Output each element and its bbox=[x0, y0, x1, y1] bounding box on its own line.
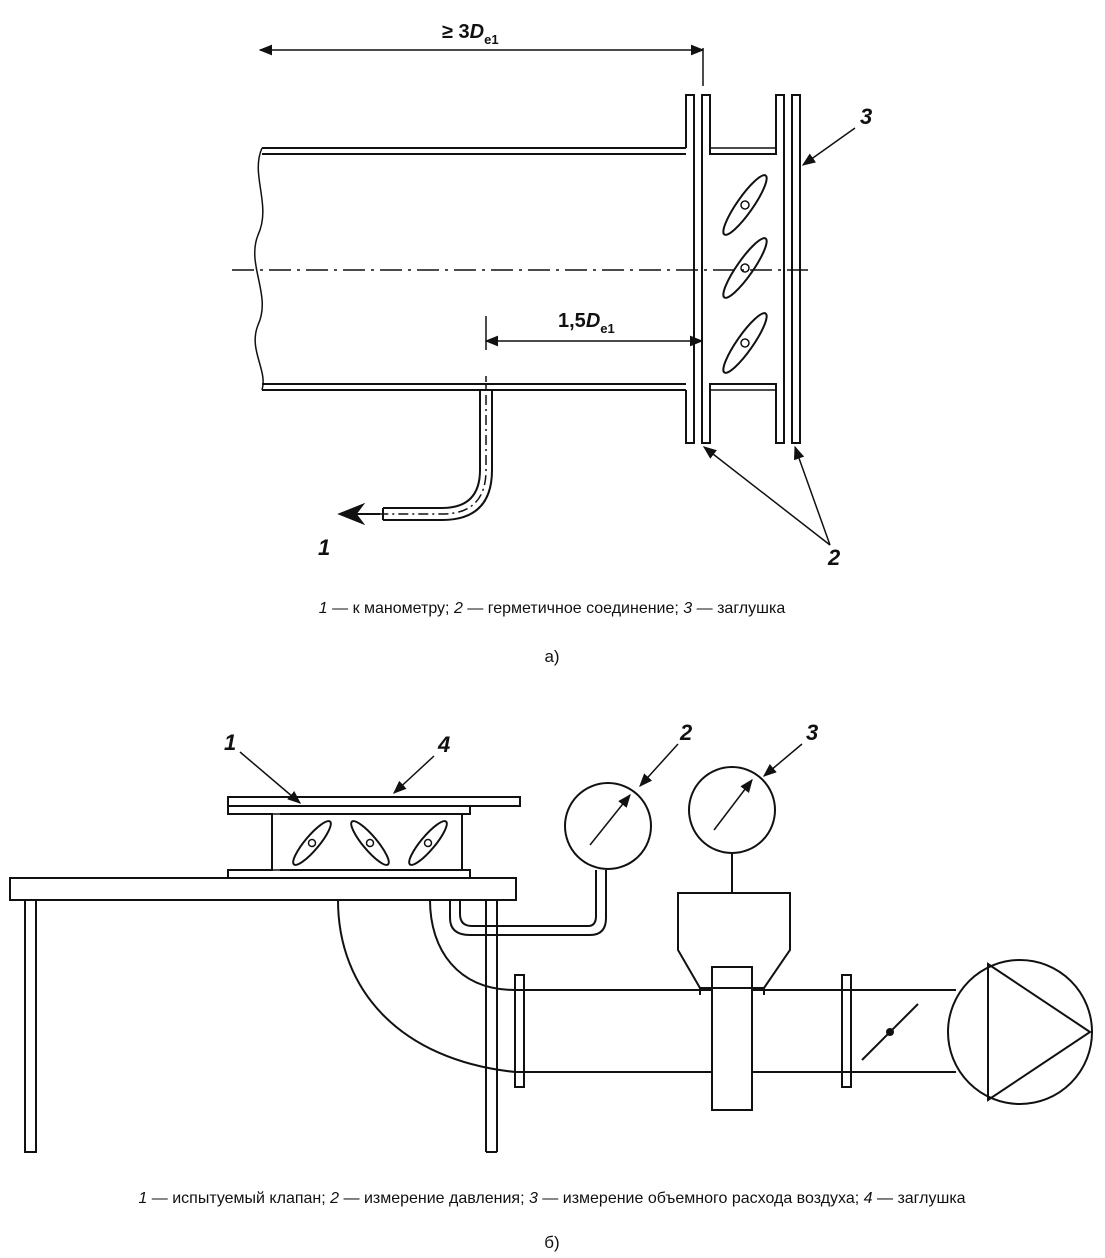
callout-b-2: 2 bbox=[639, 720, 693, 788]
pressure-gauge-icon bbox=[564, 782, 652, 870]
dimension-3de1: ≥ 3De1 bbox=[258, 21, 705, 86]
flow-meter bbox=[677, 892, 791, 995]
svg-text:3: 3 bbox=[806, 720, 818, 745]
caption-b: 1 — испытуемый клапан; 2 — измерение дав… bbox=[138, 1190, 965, 1207]
valve-blades bbox=[722, 174, 768, 374]
dimension-15de1: 1,5De1 bbox=[484, 310, 704, 350]
main-pipe bbox=[514, 966, 956, 1111]
blade-icon bbox=[722, 312, 768, 374]
svg-text:4: 4 bbox=[437, 732, 450, 757]
callout-1: 1 bbox=[318, 535, 330, 560]
damper-icon bbox=[861, 1003, 919, 1061]
elbow-pipe bbox=[337, 899, 516, 1073]
blade-icon bbox=[408, 820, 448, 866]
blade-icon bbox=[292, 820, 332, 866]
fan-icon bbox=[947, 959, 1093, 1105]
svg-text:1: 1 bbox=[224, 730, 236, 755]
cap-plate-b bbox=[227, 796, 521, 807]
blade-icon bbox=[350, 820, 390, 866]
valve-body bbox=[701, 94, 785, 444]
callout-3: 3 bbox=[801, 104, 872, 166]
callout-b-4: 4 bbox=[393, 732, 450, 794]
callout-2: 2 bbox=[702, 445, 841, 570]
duct bbox=[254, 147, 686, 391]
sublabel-a: а) bbox=[544, 647, 559, 666]
flow-gauge-icon bbox=[688, 766, 776, 893]
callout-b-1: 1 bbox=[224, 730, 302, 804]
pressure-line bbox=[449, 870, 607, 936]
dimension-15de1-label: 1,5De1 bbox=[558, 310, 615, 336]
svg-text:1: 1 bbox=[318, 535, 330, 560]
callout-b-3: 3 bbox=[762, 720, 818, 777]
caption-a: 1 — к манометру; 2 — герметичное соедине… bbox=[319, 600, 786, 617]
blade-icon bbox=[722, 237, 768, 299]
dimension-3de1-label: ≥ 3De1 bbox=[442, 21, 499, 47]
test-table bbox=[9, 877, 517, 1153]
blade-icon bbox=[722, 174, 768, 236]
pressure-tap-pipe bbox=[337, 376, 493, 526]
svg-text:2: 2 bbox=[679, 720, 693, 745]
cap-plate bbox=[791, 94, 801, 444]
duct-flange bbox=[685, 94, 695, 444]
svg-text:3: 3 bbox=[860, 104, 872, 129]
test-valve bbox=[227, 805, 471, 879]
diagram-a: ≥ 3De1 bbox=[232, 21, 872, 666]
diagram-b: 1 4 2 3 1 — испытуемый клапан; 2 — измер… bbox=[9, 720, 1093, 1252]
sublabel-b: б) bbox=[544, 1233, 559, 1252]
svg-text:2: 2 bbox=[827, 545, 841, 570]
